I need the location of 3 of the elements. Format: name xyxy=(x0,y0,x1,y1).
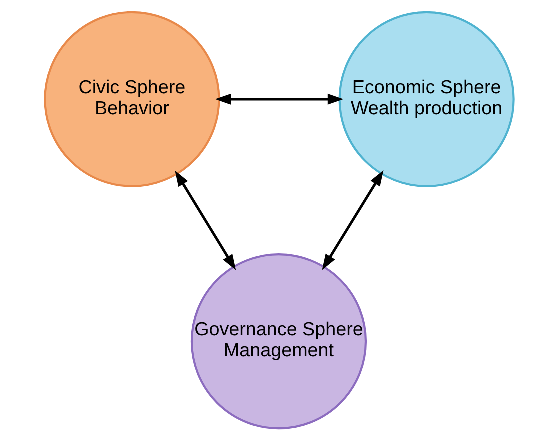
arrow xyxy=(322,170,384,270)
arrow xyxy=(175,170,236,270)
arrow xyxy=(215,94,344,105)
